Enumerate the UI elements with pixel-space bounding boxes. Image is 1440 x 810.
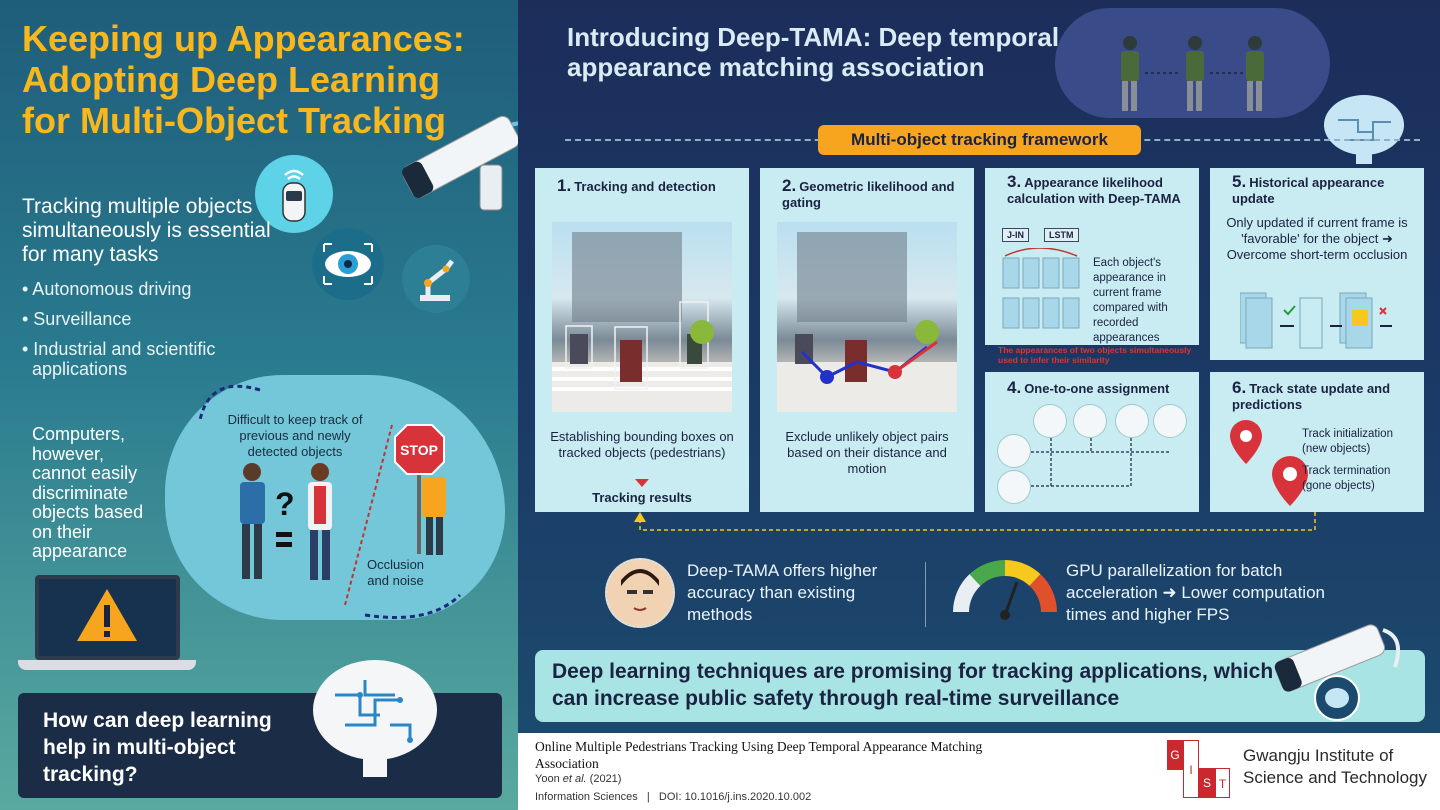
- accuracy-text: Deep-TAMA offers higher accuracy than ex…: [687, 561, 878, 624]
- similarity-note: The appearances of two objects simultane…: [998, 345, 1192, 365]
- security-camera-brain-icon: [1274, 624, 1400, 721]
- step-title: Track state update and predictions: [1232, 381, 1391, 412]
- appearance-grid: [1002, 248, 1080, 329]
- arrow-down-icon: [635, 479, 649, 487]
- laptop-screen: [35, 575, 180, 660]
- intro-text: Tracking multiple objects simultaneously…: [22, 195, 271, 266]
- authors: Yoon et al. (2021): [535, 773, 622, 785]
- top-cloud: [1055, 8, 1330, 118]
- security-camera-icon: [402, 115, 544, 211]
- step-card-6: 6.Track state update and predictions Tra…: [1210, 372, 1424, 512]
- person-icon: [997, 470, 1031, 504]
- difficult-text: Difficult to keep track of previous and …: [227, 412, 363, 459]
- person-icon: [997, 434, 1031, 468]
- brain-circuit-icon: [313, 660, 437, 777]
- step-title: One-to-one assignment: [1024, 381, 1170, 396]
- person-icon: [1115, 404, 1149, 438]
- stop-sign-label: STOP: [400, 442, 438, 458]
- institute-name: Gwangju Institute of Science and Technol…: [1243, 746, 1427, 787]
- face-recognition-icon: [605, 558, 675, 628]
- cannot-discriminate-text: Computers, however, cannot easily discri…: [32, 424, 144, 561]
- feedback-loop-line: [634, 512, 1316, 531]
- infographic-title: Keeping up Appearances: Adopting Deep Le…: [22, 18, 465, 141]
- thought-cloud: [165, 375, 505, 620]
- historical-update-diagram: [1240, 292, 1392, 349]
- footer: [518, 733, 1440, 810]
- lstm-tag: LSTM: [1044, 228, 1079, 242]
- paper-title: Online Multiple Pedestrians Tracking Usi…: [535, 739, 983, 771]
- gist-logo: G I S T: [1167, 740, 1230, 798]
- step-number: 2.: [782, 176, 797, 195]
- track-termination: Track termination (gone objects): [1302, 465, 1391, 492]
- question-text: How can deep learning help in multi-obje…: [43, 709, 272, 786]
- step-title: Historical appearance update: [1232, 175, 1385, 206]
- step-number: 5.: [1232, 172, 1247, 191]
- step-number: 3.: [1007, 172, 1022, 191]
- step-title: Geometric likelihood and gating: [782, 179, 955, 210]
- laptop-base: [18, 660, 196, 670]
- tracking-results: Tracking results: [592, 490, 692, 505]
- assignment-lines: [1031, 438, 1171, 488]
- eye-scan-icon: [312, 228, 384, 300]
- step-card-5: 5.Historical appearance update Only upda…: [1210, 168, 1424, 360]
- journal-doi: Information Sciences | DOI: 10.1016/j.in…: [535, 791, 812, 803]
- bullet-autonomous-driving: • Autonomous driving: [22, 279, 192, 299]
- step-number: 4.: [1007, 378, 1022, 397]
- step-title: Appearance likelihood calculation with D…: [1007, 175, 1181, 206]
- car-icon: [255, 155, 333, 233]
- bullet-industrial: • Industrial and scientific applications: [22, 339, 216, 379]
- speedometer-icon: [953, 560, 1057, 620]
- j-in-tag: J-IN: [1002, 228, 1030, 242]
- step-card-2: 2.Geometric likelihood and gating Exclud…: [760, 168, 974, 512]
- gpu-text: GPU parallelization for batch accelerati…: [1066, 561, 1325, 624]
- person-icon: [1033, 404, 1067, 438]
- street-photo: [552, 222, 732, 412]
- stop-sign-icon: STOP: [394, 424, 446, 555]
- conclusion-banner: [535, 650, 1425, 722]
- step-text: Each object's appearance in current fram…: [1093, 257, 1168, 344]
- street-photo-gating: [777, 222, 957, 412]
- step-card-1: 1.Tracking and detection Establishing bo…: [535, 168, 749, 512]
- bullet-surveillance: • Surveillance: [22, 309, 132, 329]
- step-number: 6.: [1232, 378, 1247, 397]
- step-number: 1.: [557, 176, 572, 195]
- occlusion-text: Occlusion and noise: [366, 557, 425, 588]
- deep-tama-title: Introducing Deep-TAMA: Deep temporal app…: [567, 22, 1060, 82]
- framework-label: Multi-object tracking framework: [818, 125, 1141, 155]
- step-text: Establishing bounding boxes on tracked o…: [550, 429, 734, 460]
- brain-icon: [1324, 95, 1404, 164]
- step-text: Exclude unlikely object pairs based on t…: [785, 429, 949, 476]
- step-title: Tracking and detection: [574, 179, 716, 194]
- conclusion-text: Deep learning techniques are promising f…: [552, 660, 1274, 710]
- dashed-cloud-outline: [198, 384, 462, 619]
- person-icon: [1153, 404, 1187, 438]
- step-text: Only updated if current frame is 'favora…: [1226, 215, 1408, 262]
- divider: [925, 562, 926, 627]
- step-card-3: 3.Appearance likelihood calculation with…: [985, 168, 1199, 365]
- robot-arm-icon: [402, 245, 470, 313]
- track-initialization: Track initialization (new objects): [1302, 428, 1393, 455]
- person-icon: [1073, 404, 1107, 438]
- pedestrians-illustration: ?: [240, 463, 332, 580]
- svg-text:?: ?: [275, 486, 295, 522]
- step-card-4: 4.One-to-one assignment: [985, 372, 1199, 512]
- location-pin-icon: [1230, 420, 1308, 506]
